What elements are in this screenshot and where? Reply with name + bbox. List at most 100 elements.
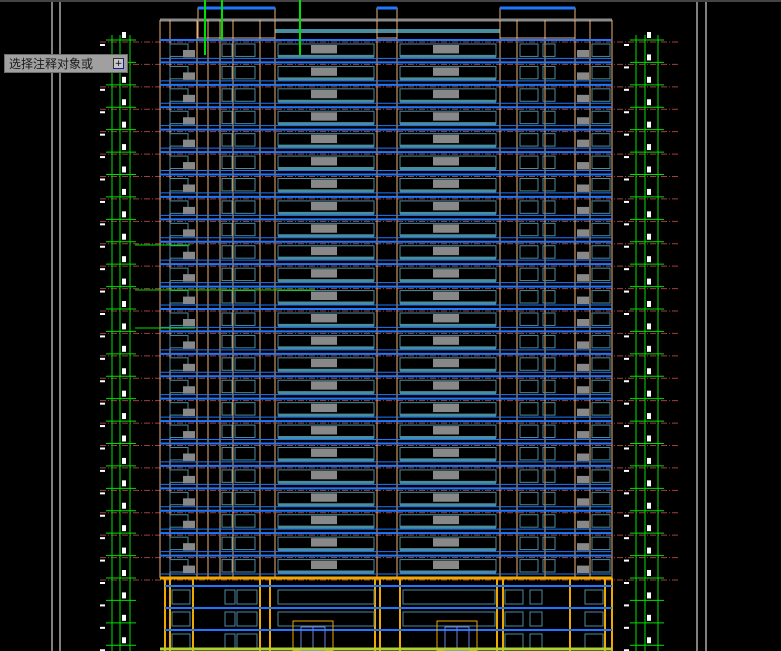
- wall-panel: [577, 319, 589, 327]
- wall-panel: [577, 498, 589, 506]
- dimension-text-mark: [122, 121, 126, 128]
- window: [519, 178, 539, 192]
- balcony-panel: [433, 45, 459, 54]
- dimension-text-mark: [122, 144, 126, 151]
- dimension-text-mark: [122, 76, 126, 83]
- wall-panel: [183, 475, 195, 484]
- elevation-text-mark: [100, 514, 105, 517]
- window: [591, 334, 611, 349]
- plus-box-icon[interactable]: +: [113, 58, 124, 69]
- dimension-text-mark: [122, 301, 126, 307]
- elevation-text-mark: [624, 492, 629, 495]
- window: [591, 379, 611, 394]
- dimension-text-mark: [647, 278, 651, 285]
- window: [591, 312, 611, 326]
- elevation-text-mark: [624, 335, 629, 338]
- window: [591, 402, 611, 416]
- wall-panel: [183, 565, 195, 573]
- window: [591, 447, 611, 461]
- wall-panel: [577, 50, 589, 58]
- window: [221, 424, 233, 439]
- elevation-text-mark: [624, 514, 629, 517]
- wall-panel: [183, 184, 195, 192]
- wall-panel: [183, 319, 195, 327]
- dimension-text-mark: [647, 256, 651, 263]
- window: [591, 178, 611, 192]
- dimension-text-mark: [122, 256, 126, 263]
- podium-window: [584, 589, 604, 605]
- elevation-text-mark: [100, 290, 105, 293]
- elevation-text-mark: [100, 268, 105, 271]
- window: [591, 200, 611, 214]
- balcony-panel: [433, 515, 459, 525]
- elevation-text-mark: [624, 559, 629, 562]
- entrance-canopy: [436, 620, 478, 651]
- command-prompt-tooltip: 选择注释对象或 +: [4, 54, 128, 73]
- balcony-panel: [311, 358, 337, 368]
- elevation-text-mark: [624, 88, 629, 91]
- window: [542, 514, 556, 528]
- dimension-text-mark: [647, 166, 651, 173]
- elevation-text-mark: [624, 626, 629, 629]
- balcony-panel: [433, 403, 459, 413]
- window: [519, 469, 539, 483]
- window: [519, 43, 539, 57]
- window: [234, 491, 256, 506]
- dimension-text-mark: [647, 457, 651, 464]
- wall-panel: [183, 520, 195, 529]
- window: [519, 559, 539, 573]
- wall-panel: [577, 363, 589, 372]
- wall-panel: [183, 162, 195, 170]
- window: [542, 155, 556, 169]
- elevation-text-mark: [100, 223, 105, 226]
- window: [221, 65, 233, 80]
- window: [234, 424, 256, 439]
- wall-panel: [183, 431, 195, 439]
- dimension-text-mark: [647, 345, 651, 352]
- window: [221, 43, 233, 57]
- balcony-panel: [433, 314, 459, 323]
- elevation-text-mark: [624, 268, 629, 271]
- window: [542, 133, 556, 147]
- window: [591, 267, 611, 282]
- dimension-text-mark: [647, 211, 651, 218]
- window: [221, 379, 233, 394]
- dimension-text-mark: [647, 301, 651, 307]
- wall-panel: [577, 117, 589, 125]
- window: [519, 110, 539, 125]
- balcony-panel: [433, 134, 459, 144]
- wall-panel: [183, 251, 195, 260]
- wall-panel: [183, 94, 195, 103]
- window: [542, 65, 556, 80]
- elevation-text-mark: [624, 357, 629, 360]
- elevation-text-mark: [100, 537, 105, 540]
- elevation-text-mark: [624, 380, 629, 383]
- dimension-text-mark: [122, 592, 126, 599]
- entrance-canopy: [292, 620, 334, 651]
- wall-panel: [183, 341, 195, 349]
- window: [221, 536, 233, 551]
- window: [234, 43, 256, 57]
- dimension-text-mark: [647, 76, 651, 83]
- podium-balcony: [277, 589, 375, 605]
- podium-balcony: [402, 611, 496, 627]
- podium-window: [504, 611, 524, 627]
- dimension-text-mark: [647, 233, 651, 240]
- window: [234, 110, 256, 125]
- dimension-text-mark: [647, 480, 651, 487]
- wall-panel: [577, 520, 589, 529]
- dimension-text-mark: [647, 390, 651, 397]
- window: [234, 200, 256, 214]
- elevation-text-mark: [624, 133, 629, 136]
- window: [519, 447, 539, 461]
- window: [234, 133, 256, 147]
- window: [221, 88, 233, 102]
- elevation-text-mark: [100, 582, 105, 584]
- wall-panel: [577, 229, 589, 237]
- elevation-text-mark: [624, 469, 629, 472]
- window: [234, 65, 256, 80]
- wall-panel: [183, 206, 195, 215]
- podium-window: [504, 633, 524, 649]
- podium-window: [504, 589, 524, 605]
